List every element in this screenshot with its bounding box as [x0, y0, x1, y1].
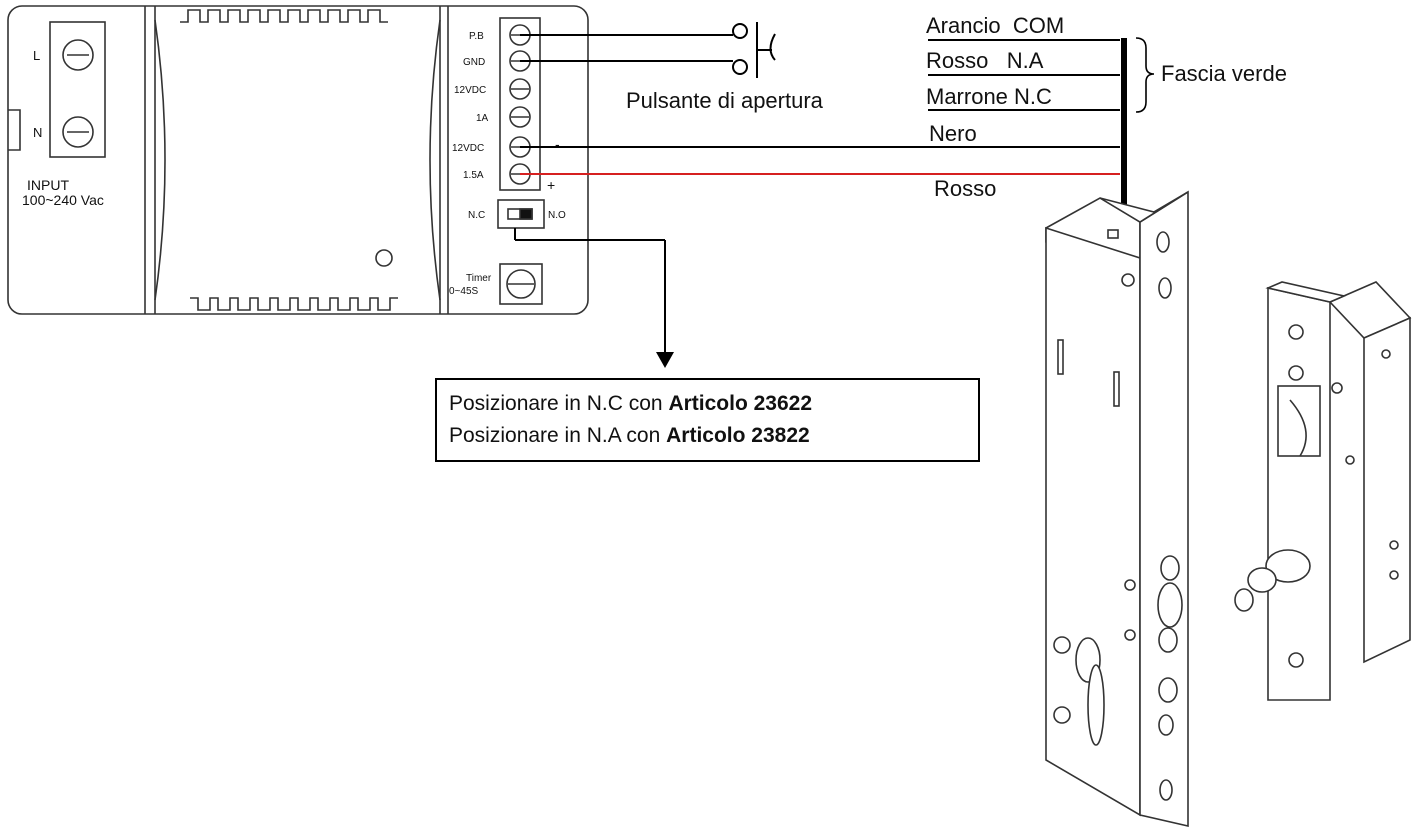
switch-position-note: Posizionare in N.C con Articolo 23622 Po…: [435, 378, 980, 462]
indicator-led: [375, 249, 393, 267]
input-n-label: N: [33, 125, 42, 140]
terminal-label-pb: P.B: [469, 31, 484, 42]
nc-no-switch[interactable]: [497, 199, 545, 229]
push-button-label: Pulsante di apertura: [626, 88, 824, 113]
bottom-vent-fins: [190, 297, 398, 311]
timer-label: Timer: [466, 273, 492, 284]
top-vent-fins: [180, 9, 388, 23]
timer-potentiometer[interactable]: [499, 263, 543, 305]
timer-range: 0~45S: [449, 286, 479, 297]
terminal-label-12vdc-2: 12VDC: [452, 143, 484, 154]
minus-sign: -: [555, 136, 560, 152]
switch-arrow: [514, 228, 666, 352]
note-line1-article: Articolo 23622: [668, 392, 813, 415]
wire-nero: Nero: [929, 121, 977, 146]
switch-no-label: N.O: [548, 210, 566, 221]
note-line2-article: Articolo 23822: [666, 424, 810, 447]
push-button-symbol: [520, 22, 776, 78]
wire-rosso-na: Rosso N.A: [926, 48, 1044, 73]
note-line2-prefix: Posizionare in N.A con: [449, 424, 667, 447]
note-line1-prefix: Posizionare in N.C con: [449, 392, 669, 415]
terminal-label-gnd: GND: [463, 57, 485, 68]
input-terminal-block: [49, 21, 106, 158]
note-line-na: Posizionare in N.A con Articolo 23822: [449, 424, 810, 448]
wire-rosso: Rosso: [934, 176, 996, 201]
fascia-verde-label: Fascia verde: [1161, 61, 1287, 86]
terminal-label-1a: 1A: [476, 113, 489, 124]
wire-arancio-com: Arancio COM: [926, 13, 1064, 38]
terminal-label-1-5a: 1.5A: [463, 170, 484, 181]
input-l-label: L: [33, 48, 40, 63]
power-supply-unit: [7, 5, 589, 315]
note-line-nc: Posizionare in N.C con Articolo 23622: [449, 392, 812, 416]
terminal-label-12vdc-1: 12VDC: [454, 85, 486, 96]
plus-sign: +: [547, 177, 555, 193]
input-range: 100~240 Vac: [22, 192, 104, 208]
input-label: INPUT: [27, 177, 69, 193]
terminal-screw-l: [62, 39, 94, 71]
wire-marrone-nc: Marrone N.C: [926, 84, 1052, 109]
fascia-verde-brace: [1135, 37, 1155, 113]
arrow-head: [656, 352, 674, 368]
lock-strike-plate: [1234, 281, 1412, 701]
switch-nc-label: N.C: [468, 210, 485, 221]
electric-lock-main: [1045, 190, 1189, 828]
output-terminal-block: [499, 17, 541, 191]
terminal-screw-n: [62, 116, 94, 148]
